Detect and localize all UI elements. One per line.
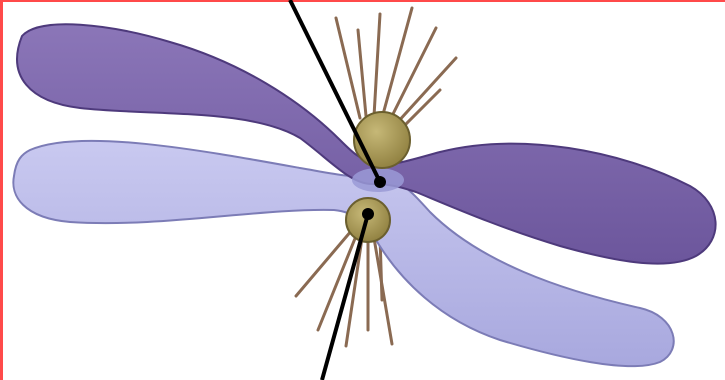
- pointer-kinetochore-dot: [362, 208, 374, 220]
- pointer-centromere-dot: [374, 176, 386, 188]
- microtubule: [374, 14, 380, 116]
- microtubule: [358, 30, 366, 116]
- frame-border-top: [0, 0, 725, 2]
- lower-microtubules: [296, 230, 392, 346]
- frame-border-left: [0, 0, 3, 380]
- upper-microtubules: [336, 8, 456, 130]
- microtubule: [382, 8, 412, 118]
- upper-kinetochore: [354, 112, 410, 168]
